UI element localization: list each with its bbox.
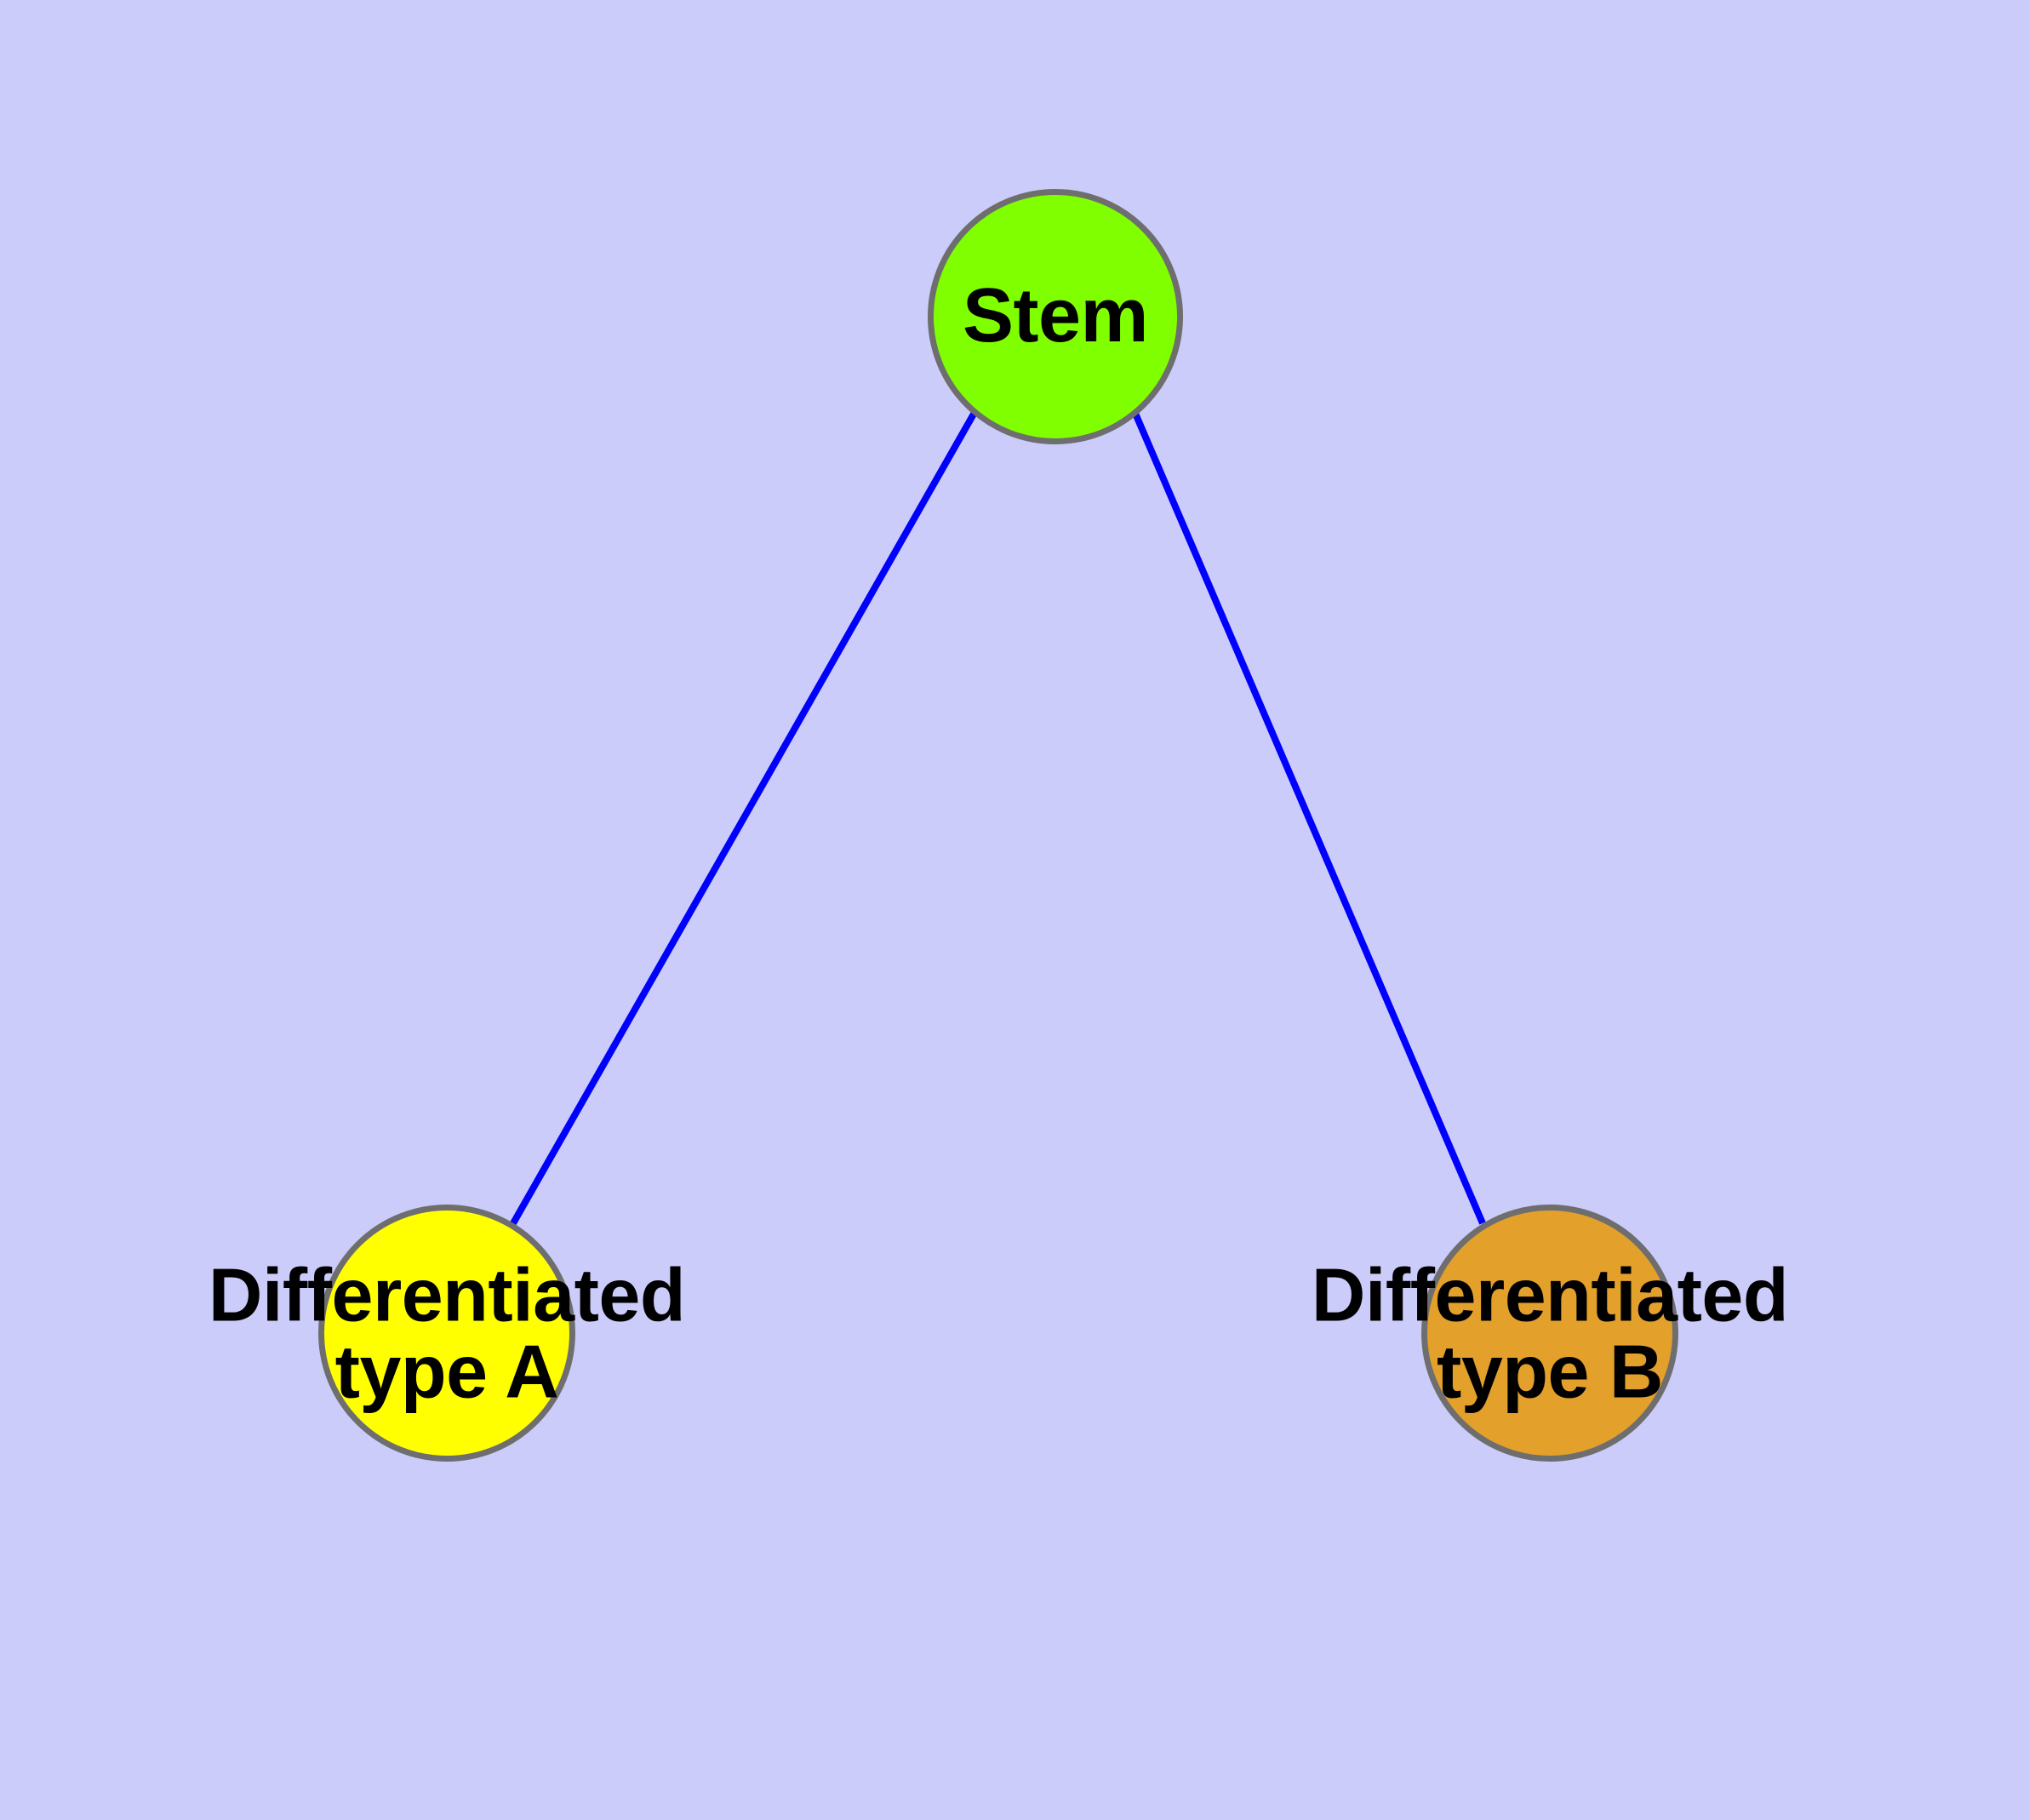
label-line-2: type B	[1437, 1329, 1663, 1413]
node-stem-label: Stem	[962, 273, 1149, 359]
edge-stem-to-differentiated-type-b[interactable]	[1128, 402, 1486, 1225]
label-line-2: type A	[334, 1329, 559, 1413]
edge-stem-to-differentiated-type-a[interactable]	[510, 402, 983, 1225]
node-stem[interactable]: Stem	[928, 189, 1183, 444]
